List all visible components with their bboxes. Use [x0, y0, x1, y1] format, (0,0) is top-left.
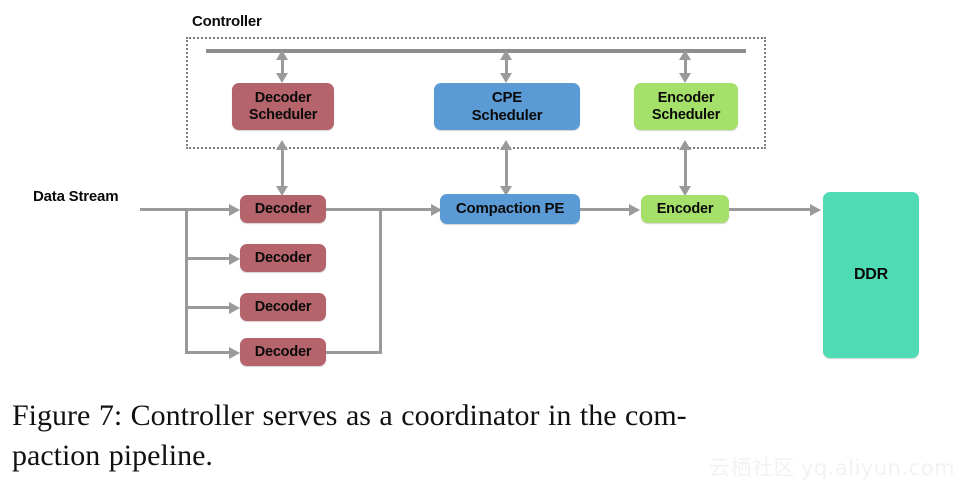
- cpe-scheduler-box[interactable]: CPE Scheduler: [434, 83, 580, 130]
- fanout-branch-decoder-4: [185, 351, 233, 354]
- compaction-pe-to-encoder-wire: [580, 208, 632, 211]
- encoder-scheduler-to-encoder-line: [684, 148, 687, 188]
- decoder-scheduler-to-decoder-line: [281, 148, 284, 188]
- decoder-merge-riser: [379, 208, 382, 354]
- compaction-pe-box[interactable]: Compaction PE: [440, 194, 580, 224]
- fanout-arrow-decoder-2: [229, 253, 240, 265]
- decoder-scheduler-box[interactable]: Decoder Scheduler: [232, 83, 334, 130]
- fanout-arrow-decoder-3: [229, 302, 240, 314]
- cpe-scheduler-to-compaction-pe-arrow-down: [500, 186, 512, 196]
- decoder-fanout-bus: [185, 208, 188, 354]
- data-stream-input-wire: [140, 208, 188, 211]
- decoder-box-4[interactable]: Decoder: [240, 338, 326, 366]
- figure-diagram: Controller Decoder Scheduler CPE Schedul…: [33, 13, 919, 366]
- bus-to-decoder-scheduler-line: [281, 58, 284, 76]
- encoder-box[interactable]: Encoder: [641, 195, 729, 223]
- encoder-scheduler-to-encoder-arrow-up: [679, 140, 691, 150]
- caption-line-1: Figure 7: Controller serves as a coordin…: [12, 399, 687, 432]
- data-stream-label: Data Stream: [33, 188, 119, 205]
- encoder-to-ddr-arrow: [810, 204, 821, 216]
- figure-caption: Figure 7: Controller serves as a coordin…: [12, 396, 956, 475]
- bus-to-decoder-scheduler-arrow-up: [276, 50, 288, 60]
- encoder-to-ddr-wire: [729, 208, 815, 211]
- decoder-to-compaction-pe-arrow: [431, 204, 442, 216]
- fanout-branch-decoder-3: [185, 306, 233, 309]
- controller-label: Controller: [192, 13, 262, 30]
- bus-to-cpe-scheduler-arrow-down: [500, 73, 512, 83]
- decoder-box-1[interactable]: Decoder: [240, 195, 326, 223]
- decoder-scheduler-to-decoder-arrow-up: [276, 140, 288, 150]
- fanout-arrow-decoder-1: [229, 204, 240, 216]
- decoder-scheduler-to-decoder-arrow-down: [276, 186, 288, 196]
- fanout-branch-decoder-1: [185, 208, 233, 211]
- decoder-box-2[interactable]: Decoder: [240, 244, 326, 272]
- cpe-scheduler-to-compaction-pe-line: [505, 148, 508, 188]
- decoder-4-output-wire: [326, 351, 382, 354]
- decoder-box-3[interactable]: Decoder: [240, 293, 326, 321]
- caption-line-2: paction pipeline.: [12, 438, 213, 472]
- compaction-pe-to-encoder-arrow: [629, 204, 640, 216]
- encoder-scheduler-box[interactable]: Encoder Scheduler: [634, 83, 738, 130]
- controller-bus: [206, 49, 746, 53]
- fanout-branch-decoder-2: [185, 257, 233, 260]
- ddr-box[interactable]: DDR: [823, 192, 919, 358]
- bus-to-decoder-scheduler-arrow-down: [276, 73, 288, 83]
- controller-region: [186, 37, 766, 149]
- bus-to-encoder-scheduler-arrow-up: [679, 50, 691, 60]
- fanout-arrow-decoder-4: [229, 347, 240, 359]
- cpe-scheduler-to-compaction-pe-arrow-up: [500, 140, 512, 150]
- bus-to-cpe-scheduler-arrow-up: [500, 50, 512, 60]
- bus-to-cpe-scheduler-line: [505, 58, 508, 76]
- bus-to-encoder-scheduler-arrow-down: [679, 73, 691, 83]
- encoder-scheduler-to-encoder-arrow-down: [679, 186, 691, 196]
- bus-to-encoder-scheduler-line: [684, 58, 687, 76]
